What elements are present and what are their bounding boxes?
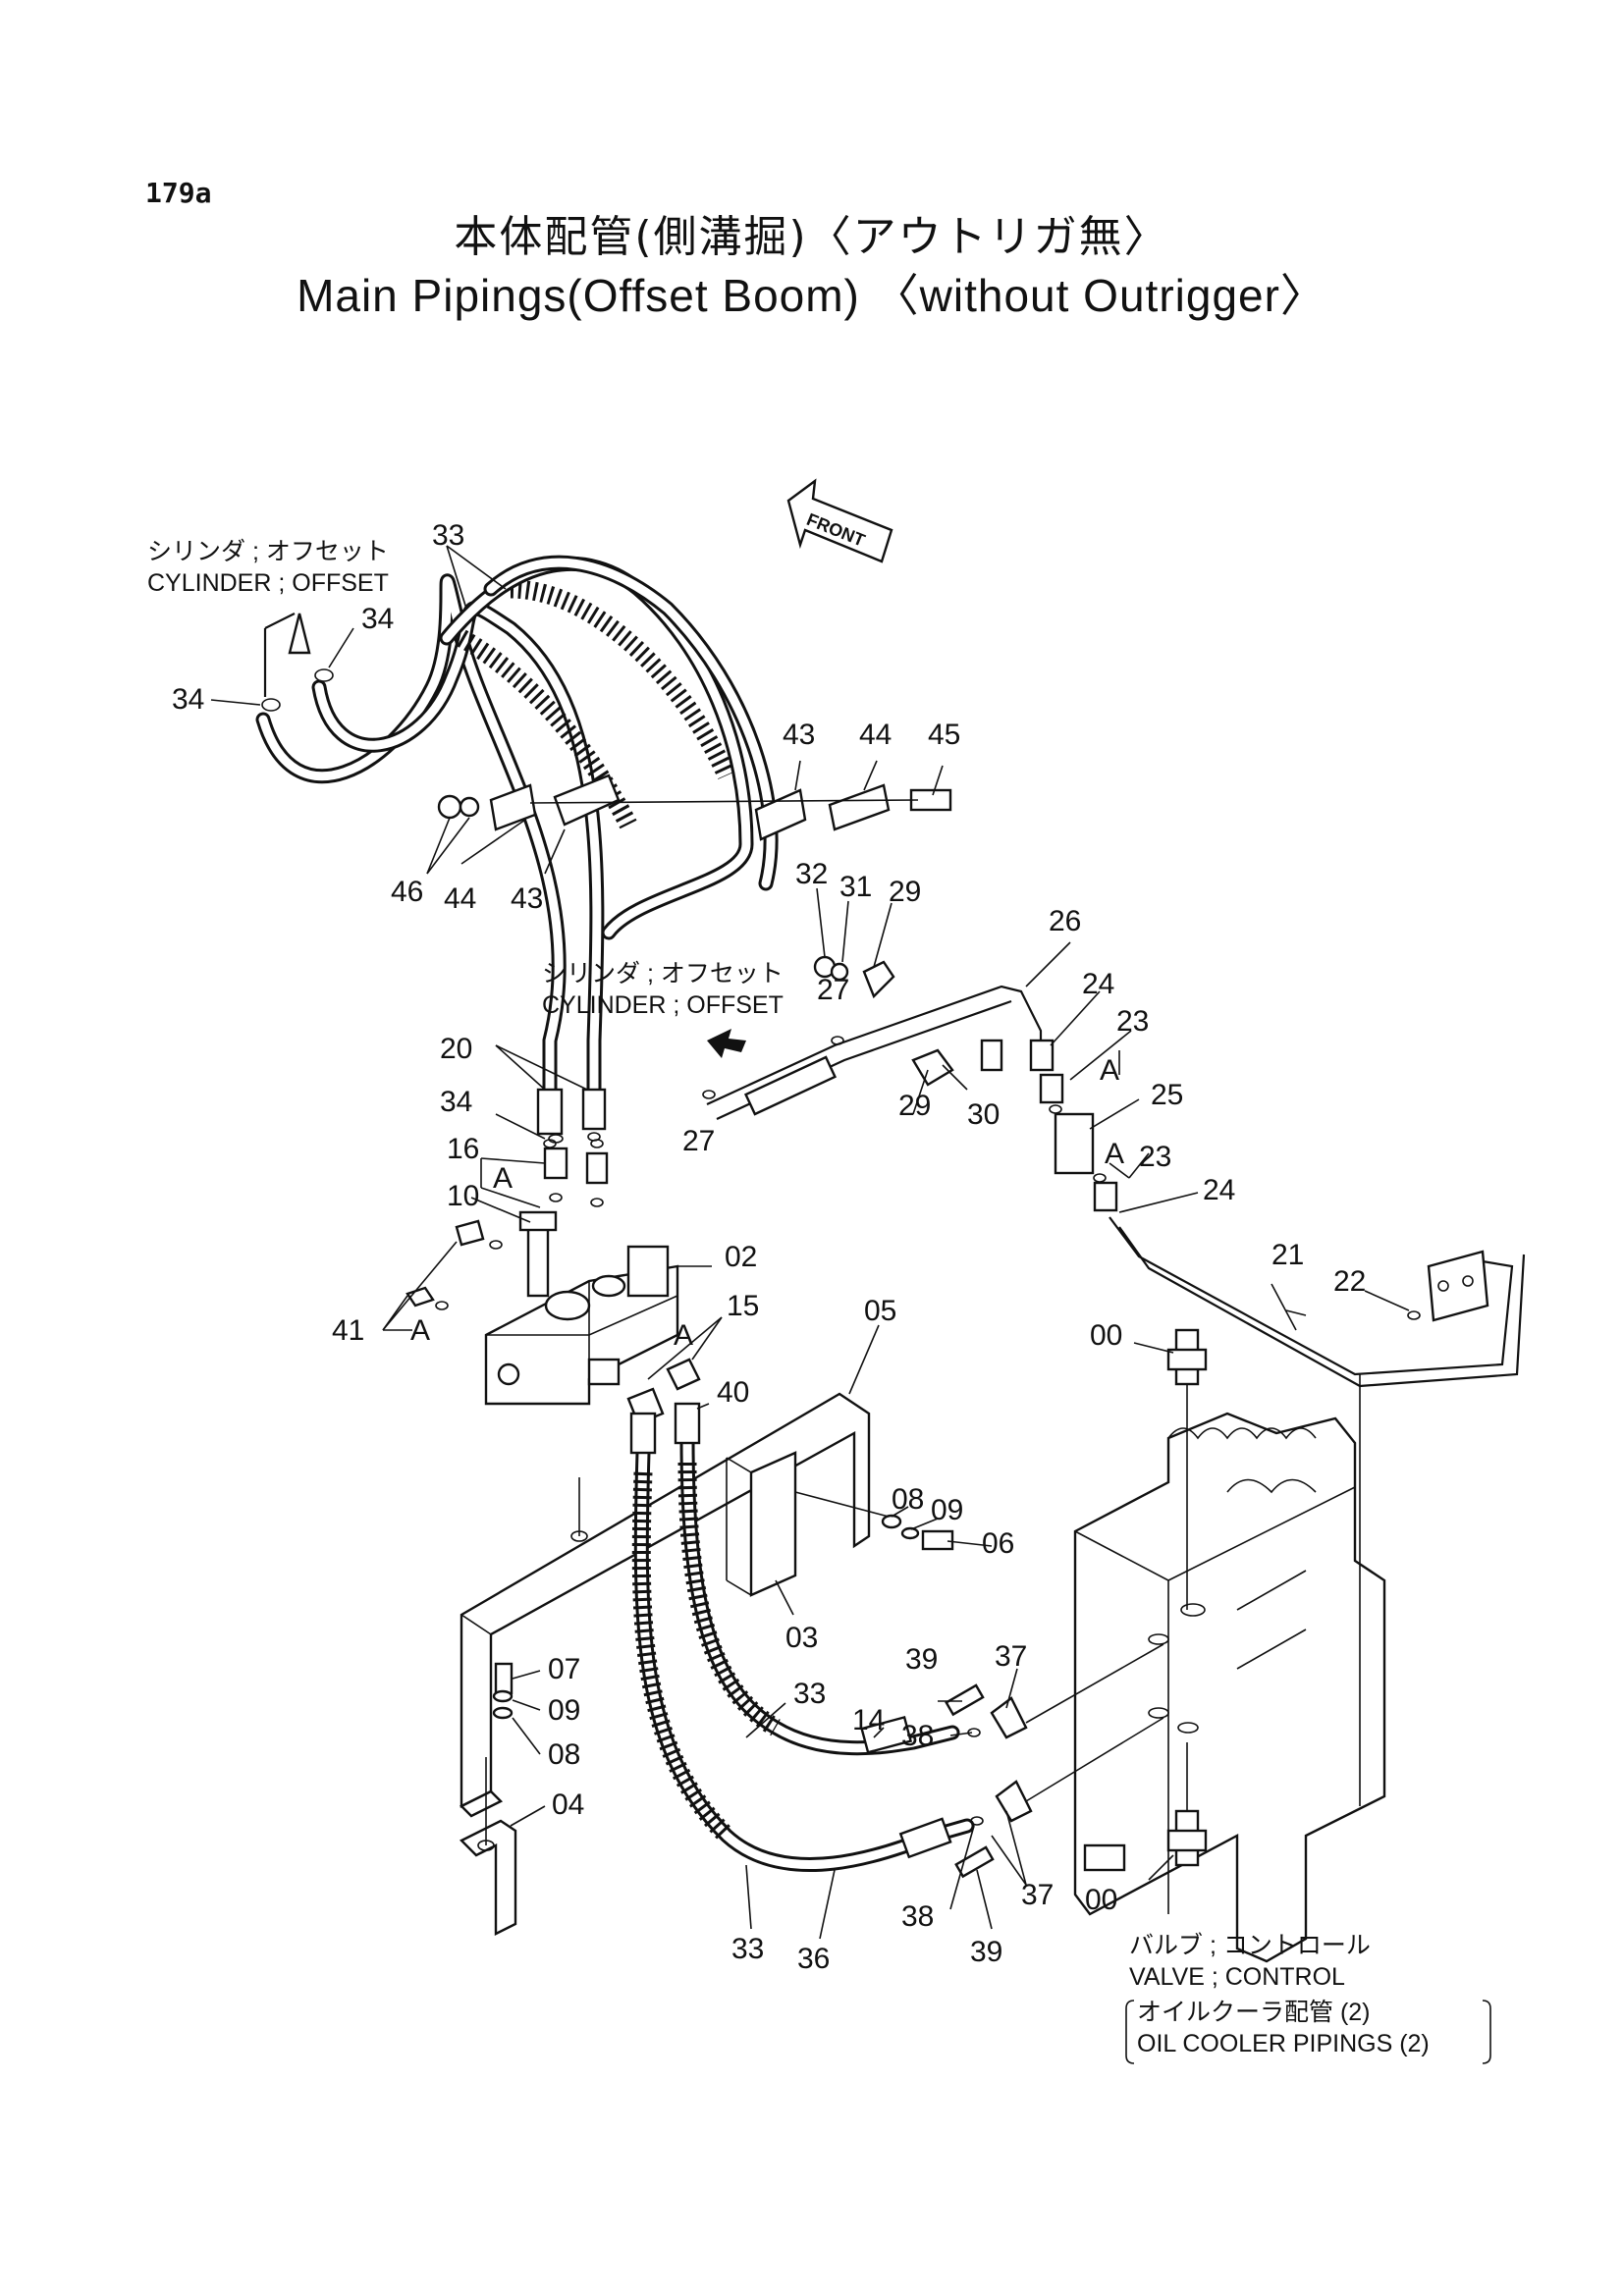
callout-43: 43: [511, 882, 543, 915]
oil-cooler-label-jp: オイルクーラ配管 (2): [1137, 1999, 1371, 2026]
callout-03: 03: [785, 1622, 818, 1654]
cylinder-offset-label-2-en: CYLINDER ; OFFSET: [542, 991, 784, 1019]
callout-02: 02: [725, 1241, 757, 1273]
flow-arrow-icon: [707, 1029, 746, 1058]
callout-27: 27: [817, 974, 849, 1006]
callout-36: 36: [797, 1943, 830, 1975]
page-title-english: Main Pipings(Offset Boom) 〈without Outri…: [297, 270, 1326, 321]
callout-10: 10: [447, 1180, 479, 1212]
callout-a: A: [1105, 1138, 1124, 1170]
callout-31: 31: [839, 871, 872, 903]
callout-43: 43: [783, 719, 815, 751]
callout-33: 33: [432, 519, 464, 552]
callout-38: 38: [901, 1720, 934, 1752]
callout-39: 39: [970, 1936, 1002, 1968]
callout-08: 08: [892, 1483, 924, 1516]
callout-34: 34: [172, 683, 204, 716]
hose-clamps: [437, 774, 952, 841]
callout-44: 44: [859, 719, 892, 751]
callout-32: 32: [795, 858, 828, 890]
leader-lines: [210, 545, 1410, 1940]
callout-00: 00: [1090, 1319, 1122, 1352]
callout-a: A: [410, 1314, 430, 1347]
callout-24: 24: [1082, 968, 1114, 1000]
cylinder-hoses: [255, 555, 779, 1148]
callout-33: 33: [793, 1678, 826, 1710]
callout-21: 21: [1271, 1239, 1304, 1271]
offset-valve-assembly: [406, 1134, 701, 1425]
callout-08: 08: [548, 1738, 580, 1771]
callout-46: 46: [391, 876, 423, 908]
cylinder-offset-label-1-en: CYLINDER ; OFFSET: [147, 569, 389, 597]
callout-29: 29: [889, 876, 921, 908]
oil-cooler-pipe-chain: [1029, 1039, 1526, 1806]
page-title-japanese: 本体配管(側溝掘)〈アウトリガ無〉: [454, 212, 1169, 262]
part-callouts: 33 34 34 43 44 45 46 44 43 32 31 29 26 2…: [172, 519, 1366, 1975]
callout-40: 40: [717, 1376, 749, 1409]
callout-22: 22: [1333, 1265, 1366, 1298]
callout-14: 14: [852, 1704, 885, 1736]
callout-26: 26: [1049, 905, 1081, 937]
cylinder-offset-label-1-jp: シリンダ ; オフセット: [147, 538, 389, 565]
callout-06: 06: [982, 1527, 1014, 1560]
oil-cooler-bracket-right: [1482, 2000, 1491, 2064]
callout-a: A: [493, 1162, 513, 1195]
callout-25: 25: [1151, 1079, 1183, 1111]
callout-24: 24: [1203, 1174, 1235, 1206]
callout-38: 38: [901, 1900, 934, 1933]
callout-07: 07: [548, 1653, 580, 1685]
callout-16: 16: [447, 1133, 479, 1165]
callout-04: 04: [552, 1789, 584, 1821]
callout-34: 34: [440, 1086, 472, 1118]
front-direction-indicator: FRONT: [786, 478, 893, 563]
hardware-items: [492, 1491, 954, 1720]
oil-cooler-bracket-left: [1125, 2000, 1135, 2064]
valve-control-label-jp: バルブ ; コントロール: [1129, 1932, 1371, 1959]
cylinder-offset-label-2-jp: シリンダ ; オフセット: [542, 960, 784, 988]
callout-34: 34: [361, 603, 394, 635]
callout-29: 29: [898, 1090, 931, 1122]
callout-a: A: [674, 1319, 693, 1352]
callout-05: 05: [864, 1295, 896, 1327]
callout-39: 39: [905, 1643, 938, 1676]
callout-45: 45: [928, 719, 960, 751]
callout-33: 33: [731, 1933, 764, 1965]
callout-44: 44: [444, 882, 476, 915]
callout-09: 09: [548, 1694, 580, 1727]
callout-30: 30: [967, 1098, 1000, 1131]
callout-00: 00: [1085, 1884, 1117, 1916]
callout-23: 23: [1116, 1005, 1149, 1038]
control-valve-block: [1073, 1412, 1386, 1963]
callout-09: 09: [931, 1494, 963, 1526]
callout-20: 20: [440, 1033, 472, 1065]
callout-37: 37: [995, 1640, 1027, 1673]
mounting-frame: [459, 1392, 871, 1936]
callout-37: 37: [1021, 1879, 1054, 1911]
valve-control-label-en: VALVE ; CONTROL: [1129, 1963, 1345, 1991]
callout-23: 23: [1139, 1141, 1171, 1173]
callout-15: 15: [727, 1290, 759, 1322]
page-number: 179a: [145, 177, 212, 209]
callout-41: 41: [332, 1314, 364, 1347]
lower-hoses: [629, 1402, 1164, 1879]
callout-a: A: [1100, 1054, 1119, 1087]
right-side-pipes: [702, 955, 1043, 1120]
control-valve-fittings: [1166, 1328, 1208, 1867]
callout-27: 27: [682, 1125, 715, 1157]
oil-cooler-label-en: OIL COOLER PIPINGS (2): [1137, 2030, 1430, 2057]
